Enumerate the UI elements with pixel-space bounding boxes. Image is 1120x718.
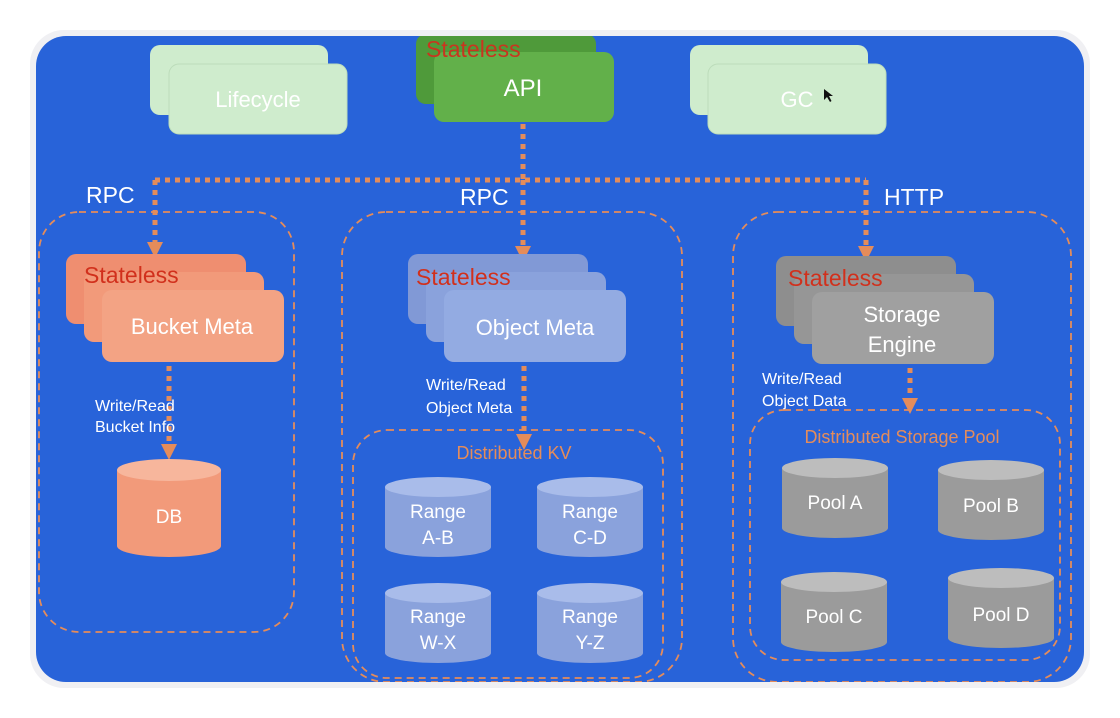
bucket-region (38, 211, 295, 633)
range-cd-line2: C-D (573, 528, 607, 549)
protocol-label-right: HTTP (884, 184, 944, 210)
range-ab-line1: Range (410, 502, 466, 523)
mouse-cursor-icon (824, 89, 833, 102)
storage-engine-label-2: Engine (868, 332, 937, 357)
pool-a-label: Pool A (808, 493, 863, 514)
range-yz-line1: Range (562, 607, 618, 628)
bucket-edge-label-2: Bucket Info (95, 419, 175, 436)
pool-cylinder-a: Pool A (782, 458, 888, 538)
api-connectors (146, 124, 875, 263)
gc-label: GC (781, 87, 814, 112)
pool-cylinder-b: Pool B (938, 460, 1044, 540)
storage-pool-title: Distributed Storage Pool (804, 427, 999, 447)
pool-b-label: Pool B (963, 496, 1019, 517)
range-cylinder-cd: Range C-D (537, 477, 643, 557)
pool-cylinder-d: Pool D (948, 568, 1054, 648)
pool-cylinder-c: Pool C (781, 572, 887, 652)
pool-c-label: Pool C (805, 607, 862, 628)
range-cylinder-yz: Range Y-Z (537, 583, 643, 663)
lifecycle-label: Lifecycle (215, 87, 301, 112)
distributed-kv-region (352, 429, 664, 679)
pool-d-label: Pool D (972, 605, 1029, 626)
storage-engine-label-1: Storage (863, 302, 940, 327)
storage-engine-service: Stateless Storage Engine (776, 256, 994, 364)
distributed-kv-title: Distributed KV (456, 443, 571, 463)
range-cylinder-ab: Range A-B (385, 477, 491, 557)
gc-service: GC (690, 45, 887, 135)
storage-stateless-label: Stateless (788, 265, 883, 291)
bucket-meta-service: Stateless Bucket Meta (66, 254, 284, 362)
range-wx-line1: Range (410, 607, 466, 628)
storage-pool-region (749, 409, 1061, 661)
architecture-slide: Lifecycle Stateless API GC RPC RPC HTTP … (36, 36, 1084, 682)
object-meta-service: Stateless Object Meta (408, 254, 626, 362)
object-edge-label-1: Write/Read (426, 377, 506, 394)
storage-region (732, 211, 1072, 682)
api-stateless-label: Stateless (426, 36, 521, 62)
bucket-meta-label: Bucket Meta (131, 314, 254, 339)
protocol-label-left: RPC (86, 182, 135, 208)
bucket-edge-label-1: Write/Read (95, 398, 175, 415)
object-stateless-label: Stateless (416, 264, 511, 290)
range-cd-line1: Range (562, 502, 618, 523)
architecture-diagram: Lifecycle Stateless API GC RPC RPC HTTP … (38, 36, 1072, 682)
storage-edge-label-1: Write/Read (762, 371, 842, 388)
storage-edge-label-2: Object Data (762, 393, 847, 410)
range-yz-line2: Y-Z (576, 633, 605, 654)
object-region (341, 211, 683, 682)
object-meta-label: Object Meta (476, 315, 595, 340)
bucket-stateless-label: Stateless (84, 262, 179, 288)
api-service: Stateless API (416, 36, 614, 122)
range-ab-line2: A-B (422, 528, 454, 549)
range-wx-line2: W-X (420, 633, 457, 654)
db-cylinder: DB (117, 459, 221, 557)
object-edge-label-2: Object Meta (426, 400, 512, 417)
protocol-label-middle: RPC (460, 184, 509, 210)
range-cylinder-wx: Range W-X (385, 583, 491, 663)
api-label: API (504, 75, 543, 102)
lifecycle-service: Lifecycle (150, 45, 348, 135)
db-label: DB (156, 507, 182, 528)
